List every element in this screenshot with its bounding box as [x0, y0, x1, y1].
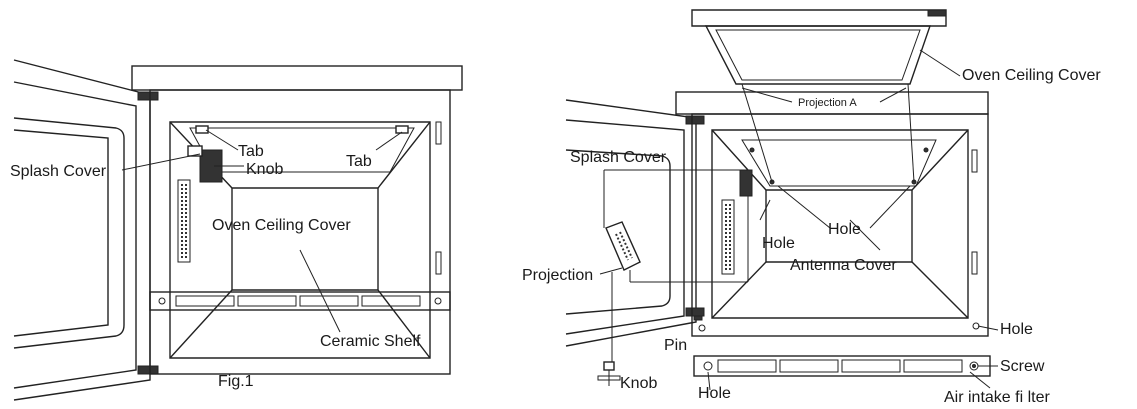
fig1-caption: Fig.1: [218, 373, 254, 390]
fig2-air-intake-filter-part: [693, 355, 991, 377]
fig2-label-hole-bottom: Hole: [698, 385, 731, 402]
fig1-label-tab-left: Tab: [238, 143, 264, 160]
fig2-label-projection: Projection: [522, 267, 593, 284]
fig1-label-splash-cover: Splash Cover: [10, 163, 107, 180]
fig2-label-oven-ceiling-cover: Oven Ceiling Cover: [962, 67, 1101, 84]
fig1-label-knob: Knob: [246, 161, 283, 178]
fig2-label-screw: Screw: [1000, 358, 1045, 375]
fig2-label-knob: Knob: [620, 375, 657, 392]
fig2-ceiling-cover-part: [691, 9, 947, 85]
fig2-label-hole-left: Hole: [762, 235, 795, 252]
fig1-label-oven-ceiling-cover: Oven Ceiling Cover: [212, 217, 351, 234]
fig2-label-projection-a: Projection A: [798, 97, 857, 109]
fig2-label-air-intake-filter: Air intake fi lter: [944, 389, 1050, 406]
fig2-label-antenna-cover: Antenna Cover: [790, 257, 897, 274]
fig1-drawing: [13, 59, 463, 401]
fig1-label-tab-right: Tab: [346, 153, 372, 170]
fig2-oven-body: [675, 91, 989, 337]
fig2-label-hole-top: Hole: [828, 221, 861, 238]
fig2-label-pin: Pin: [664, 337, 687, 354]
fig2-label-hole-right: Hole: [1000, 321, 1033, 338]
fig2-door: [565, 99, 705, 347]
fig2-label-splash-cover: Splash Cover: [570, 149, 667, 166]
fig2-drawing: [565, 9, 999, 391]
fig1-leaders: [121, 129, 403, 333]
fig1-oven-body: [131, 65, 463, 375]
fig1-label-ceramic-shelf: Ceramic Shelf: [320, 333, 421, 350]
fig1-door: [13, 59, 159, 401]
fig2-leaders: [599, 49, 999, 391]
fig2-splash-cover-part: [597, 221, 641, 386]
